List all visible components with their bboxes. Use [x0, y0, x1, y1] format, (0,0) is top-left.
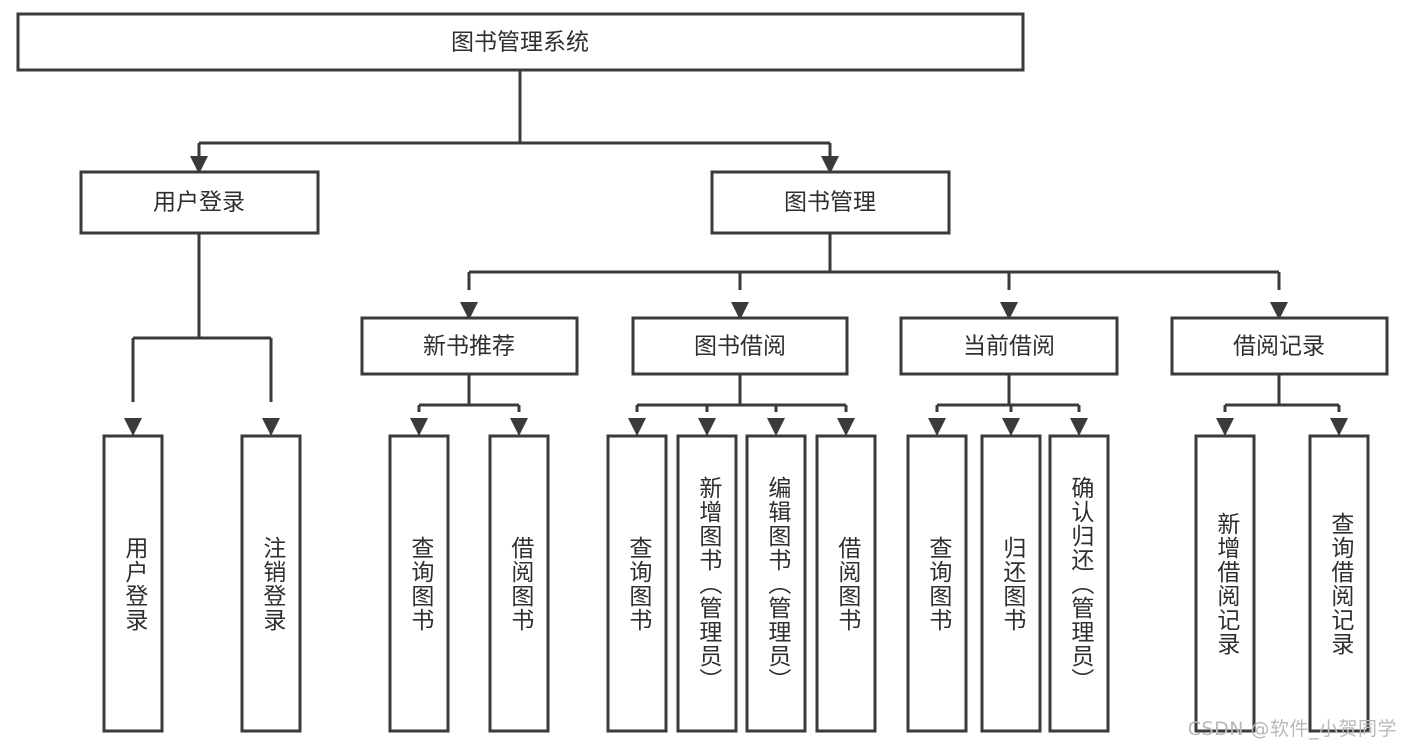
leaf-box-currentborrow-1[interactable] — [906, 434, 968, 733]
arrowhead-leaf-newbook-2 — [510, 418, 528, 436]
arrowhead-leaf-currentborrow-2 — [1002, 418, 1020, 436]
leaf-box-newbook-1[interactable] — [388, 434, 450, 733]
node-boxes: 图书管理系统 用户登录 图书管理 新书推荐 图书借阅 当前借阅 借阅记录 — [16, 12, 1389, 733]
arrowhead-leaf-borrowrecord-1 — [1216, 418, 1234, 436]
connectors — [124, 70, 1348, 436]
node-root-box[interactable] — [16, 12, 1025, 72]
node-current-borrow-box[interactable] — [899, 316, 1119, 376]
arrowhead-leaf-bookborrow-2 — [698, 418, 716, 436]
leaf-box-currentborrow-2[interactable] — [980, 434, 1042, 733]
csdn-watermark: CSDN @软件_小贺同学 — [1187, 718, 1397, 740]
leaf-box-user-login-1[interactable] — [102, 434, 164, 733]
leaf-box-borrowrecord-1[interactable] — [1194, 434, 1256, 733]
arrowhead-leaf-currentborrow-3 — [1070, 418, 1088, 436]
leaf-box-borrowrecord-2[interactable] — [1308, 434, 1370, 733]
leaf-box-bookborrow-3[interactable] — [745, 434, 807, 733]
leaf-box-bookborrow-2[interactable] — [676, 434, 738, 733]
arrowhead-leaf-bookborrow-1 — [628, 418, 646, 436]
node-user-login-box[interactable] — [79, 170, 320, 235]
arrowhead-leaf-user-login-2 — [262, 418, 280, 436]
leaf-box-newbook-2[interactable] — [488, 434, 550, 733]
arrowhead-leaf-bookborrow-3 — [767, 418, 785, 436]
node-borrow-record-label: 借阅记录 — [1233, 334, 1325, 360]
arrowhead-leaf-borrowrecord-2 — [1330, 418, 1348, 436]
arrowhead-leaf-user-login-1 — [124, 418, 142, 436]
node-root-label: 图书管理系统 — [451, 30, 589, 56]
node-new-book-recommend-label: 新书推荐 — [423, 334, 515, 360]
node-current-borrow-label: 当前借阅 — [963, 334, 1055, 360]
leaf-box-user-login-2[interactable] — [240, 434, 302, 733]
leaf-box-currentborrow-3[interactable] — [1048, 434, 1110, 733]
leaf-box-bookborrow-4[interactable] — [815, 434, 877, 733]
node-borrow-record-box[interactable] — [1170, 316, 1389, 376]
leaf-box-bookborrow-1[interactable] — [606, 434, 668, 733]
arrowhead-leaf-currentborrow-1 — [928, 418, 946, 436]
arrowhead-leaf-bookborrow-4 — [837, 418, 855, 436]
node-book-mgmt-box[interactable] — [710, 170, 951, 235]
node-book-borrow-box[interactable] — [631, 316, 849, 376]
arrowhead-leaf-newbook-1 — [410, 418, 428, 436]
node-book-mgmt-label: 图书管理 — [784, 190, 876, 216]
node-new-book-recommend-box[interactable] — [360, 316, 579, 376]
node-user-login-label: 用户登录 — [153, 190, 245, 216]
node-book-borrow-label: 图书借阅 — [694, 334, 786, 360]
